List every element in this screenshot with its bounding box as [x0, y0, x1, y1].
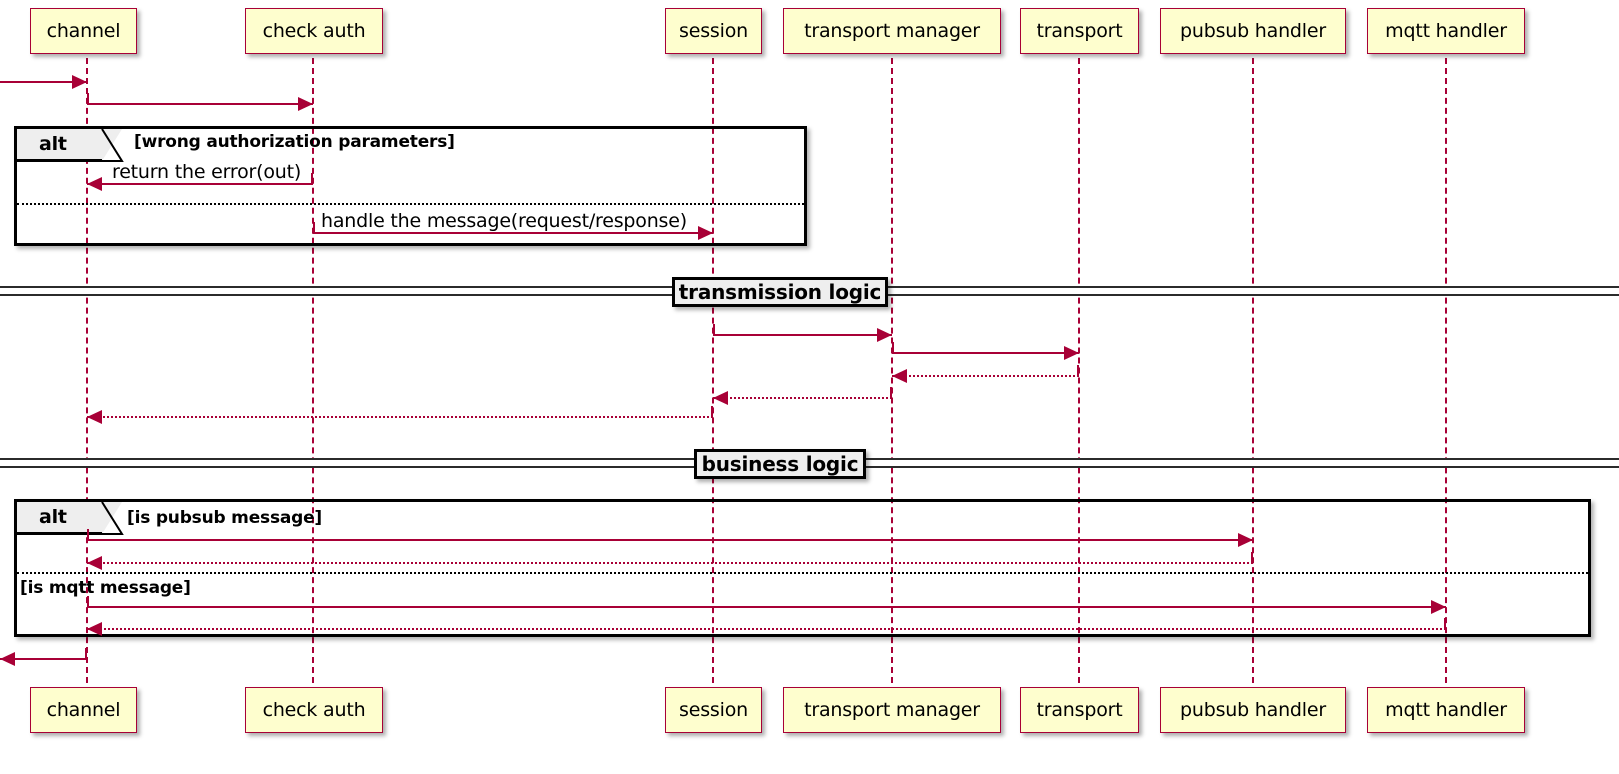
- participant-channel-bottom[interactable]: channel: [30, 687, 137, 733]
- divider-label-transmission-logic: transmission logic: [672, 277, 888, 307]
- group-condition-alt-message-type-0: [is pubsub message]: [127, 508, 323, 528]
- message-arrowhead-m2: [298, 97, 313, 111]
- participant-mqtt-handler-top[interactable]: mqtt handler: [1367, 8, 1525, 54]
- participant-transport-top[interactable]: transport: [1020, 8, 1139, 54]
- message-stub-m5: [713, 324, 715, 335]
- message-arrowhead-m4: [698, 226, 713, 240]
- message-line-m9: [87, 416, 713, 418]
- participant-session-bottom[interactable]: session: [665, 687, 762, 733]
- message-line-m12: [87, 606, 1446, 608]
- message-line-m11: [87, 562, 1253, 564]
- group-frame-alt-authorization: [14, 126, 807, 246]
- message-stub-m13: [1444, 618, 1446, 629]
- message-stub-m6: [892, 342, 894, 353]
- message-stub-m10: [87, 529, 89, 540]
- participant-check-auth-top[interactable]: check auth: [245, 8, 383, 54]
- group-tab-alt-authorization: alt: [17, 129, 102, 161]
- message-label-m3: return the error(out): [112, 161, 302, 183]
- message-line-m7: [892, 375, 1079, 377]
- group-alt-divider-alt-message-type: [17, 572, 1588, 574]
- message-arrowhead-m11: [87, 556, 102, 570]
- group-condition-alt-authorization-0: [wrong authorization parameters]: [134, 132, 455, 152]
- message-arrowhead-m1: [72, 75, 87, 89]
- message-line-m6: [892, 352, 1079, 354]
- message-arrowhead-m3: [87, 177, 102, 191]
- lifeline-session: [712, 58, 714, 683]
- lifeline-transport: [1078, 58, 1080, 683]
- message-line-m14: [0, 658, 87, 660]
- message-stub-m8: [890, 387, 892, 398]
- lifeline-mqtt-handler: [1445, 58, 1447, 683]
- lifeline-pubsub-handler: [1252, 58, 1254, 683]
- message-arrowhead-m7: [892, 369, 907, 383]
- message-line-m2: [87, 103, 313, 105]
- message-stub-m3: [311, 173, 313, 184]
- message-arrowhead-m14: [0, 652, 15, 666]
- message-arrowhead-m10: [1238, 533, 1253, 547]
- group-tab-outline-alt-message-type: [17, 502, 124, 535]
- message-arrowhead-m13: [87, 622, 102, 636]
- divider-label-business-logic: business logic: [694, 449, 866, 479]
- group-frame-alt-message-type: [14, 499, 1591, 637]
- message-stub-m2: [87, 93, 89, 104]
- message-stub-m14: [85, 648, 87, 659]
- group-tab-outline-alt-authorization: [17, 129, 124, 162]
- message-stub-m12: [87, 596, 89, 607]
- message-arrowhead-m6: [1064, 346, 1079, 360]
- message-label-m4: handle the message(request/response): [321, 210, 687, 232]
- message-line-m1: [0, 81, 87, 83]
- message-stub-m7: [1077, 365, 1079, 376]
- message-arrowhead-m5: [877, 328, 892, 342]
- message-arrowhead-m8: [713, 391, 728, 405]
- message-line-m13: [87, 628, 1446, 630]
- participant-pubsub-handler-top[interactable]: pubsub handler: [1160, 8, 1346, 54]
- message-line-m8: [713, 397, 892, 399]
- message-stub-m9: [711, 406, 713, 417]
- participant-mqtt-handler-bottom[interactable]: mqtt handler: [1367, 687, 1525, 733]
- participant-channel-top[interactable]: channel: [30, 8, 137, 54]
- message-arrowhead-m9: [87, 410, 102, 424]
- lifeline-check-auth: [312, 58, 314, 683]
- group-condition-alt-message-type-1: [is mqtt message]: [20, 578, 191, 598]
- message-line-m3: [87, 183, 313, 185]
- participant-session-top[interactable]: session: [665, 8, 762, 54]
- participant-transport-manager-top[interactable]: transport manager: [783, 8, 1001, 54]
- message-line-m10: [87, 539, 1253, 541]
- message-line-m4: [313, 232, 713, 234]
- message-arrowhead-m12: [1431, 600, 1446, 614]
- group-alt-divider-alt-authorization: [17, 203, 804, 205]
- message-stub-m11: [1251, 552, 1253, 563]
- participant-transport-bottom[interactable]: transport: [1020, 687, 1139, 733]
- lifeline-channel: [86, 58, 88, 683]
- message-line-m5: [713, 334, 892, 336]
- participant-transport-manager-bottom[interactable]: transport manager: [783, 687, 1001, 733]
- participant-pubsub-handler-bottom[interactable]: pubsub handler: [1160, 687, 1346, 733]
- message-stub-m4: [313, 222, 315, 233]
- participant-check-auth-bottom[interactable]: check auth: [245, 687, 383, 733]
